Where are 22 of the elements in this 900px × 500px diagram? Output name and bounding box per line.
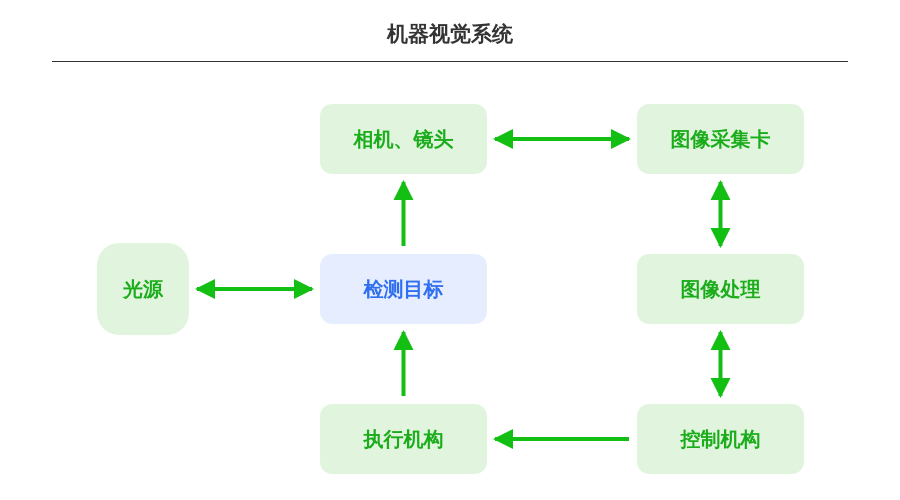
node-label: 图像处理: [680, 276, 760, 302]
process-box: [320, 404, 487, 474]
process-box: [320, 104, 487, 174]
target-box: [320, 254, 487, 324]
diagram-title: 机器视觉系统: [386, 21, 514, 48]
node-label: 检测目标: [364, 276, 444, 302]
node-label: 图像采集卡: [670, 126, 770, 152]
node-label: 执行机构: [364, 426, 444, 452]
arrow: [710, 330, 730, 398]
arrow: [394, 180, 414, 246]
arrow: [195, 279, 314, 299]
arrow: [493, 429, 629, 449]
arrow: [493, 129, 631, 149]
process-box: [637, 404, 804, 474]
process-box: [637, 104, 804, 174]
node-label: 光源: [123, 276, 163, 302]
node-label: 相机、镜头: [354, 126, 454, 152]
arrow: [394, 330, 414, 396]
process-box: [637, 254, 804, 324]
node-label: 控制机构: [680, 426, 760, 452]
process-box: [97, 243, 189, 335]
arrow: [710, 180, 730, 248]
